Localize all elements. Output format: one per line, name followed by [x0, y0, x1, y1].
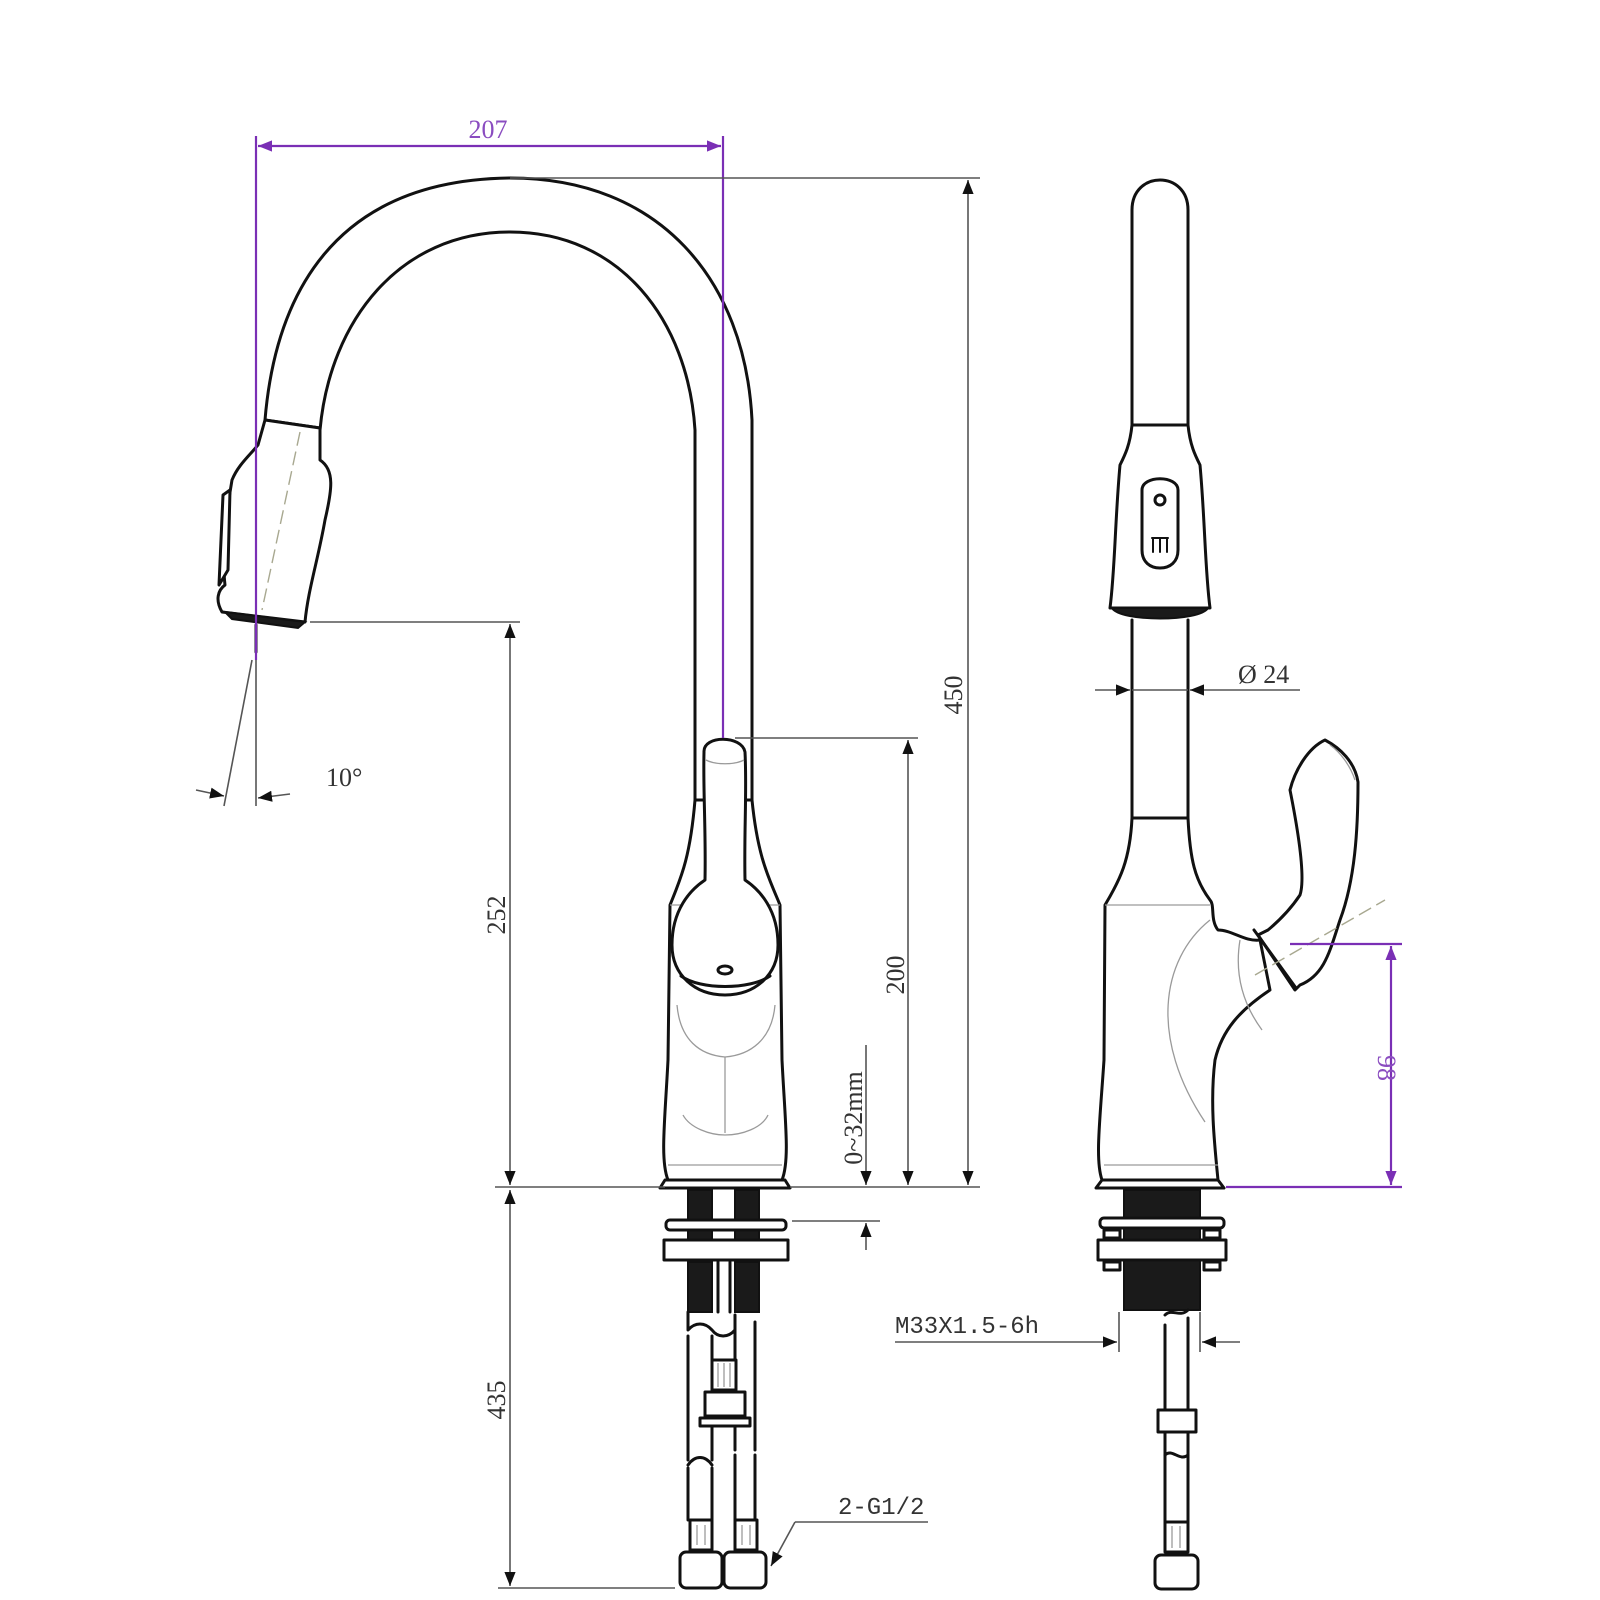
below-deck-label: 435	[482, 1381, 511, 1420]
dimension-spout-diameter: Ø 24	[1095, 660, 1300, 696]
dimension-total-height: 450	[510, 177, 980, 1188]
supply-connection-label: 2-G1/2	[838, 1495, 924, 1522]
handle-height-label: 200	[881, 956, 910, 995]
spout-height-label: 252	[482, 896, 511, 935]
hose-nut-right	[722, 1550, 768, 1590]
spray-angle-annotation: 10°	[195, 623, 362, 807]
mounting-hardware	[662, 1189, 790, 1314]
spray-mode-button	[1140, 477, 1180, 570]
dimension-thread-spec: M33X1.5-6h	[895, 1312, 1240, 1352]
deck-thickness-label: 0~32mm	[839, 1071, 868, 1165]
side-view: Ø 24	[895, 178, 1402, 1591]
spout-reach-label: 207	[469, 115, 508, 144]
dimension-lever-height: 98	[1226, 942, 1402, 1189]
side-spray-head	[1108, 178, 1212, 620]
spray-angle-label: 10°	[326, 763, 362, 792]
spout-diameter-label: Ø 24	[1238, 660, 1289, 689]
dimension-spout-height: 252	[310, 621, 665, 1188]
supply-connection-callout: 2-G1/2	[770, 1495, 928, 1567]
dimension-handle-height: 200	[735, 737, 918, 1185]
total-height-label: 450	[939, 676, 968, 715]
spray-head	[216, 418, 333, 630]
side-mounting-hardware	[1096, 1189, 1228, 1311]
side-handle-lever	[1252, 738, 1386, 992]
dimension-spout-reach: 207	[254, 115, 725, 738]
supply-hoses	[678, 1310, 768, 1590]
dimension-deck-thickness: 0~32mm	[792, 1045, 880, 1250]
side-supply-hose	[1153, 1308, 1200, 1591]
front-view: 10°	[195, 115, 980, 1590]
side-body	[1094, 816, 1272, 1190]
thread-spec-label: M33X1.5-6h	[895, 1314, 1039, 1341]
spray-mode-icon	[1151, 537, 1169, 553]
handle-lever	[670, 737, 780, 997]
lever-height-label: 98	[1372, 1055, 1401, 1081]
hose-nut-left	[678, 1550, 724, 1590]
spray-button	[217, 488, 232, 587]
dimension-below-deck: 435	[482, 1190, 675, 1589]
stream-mode-icon	[1153, 493, 1167, 507]
